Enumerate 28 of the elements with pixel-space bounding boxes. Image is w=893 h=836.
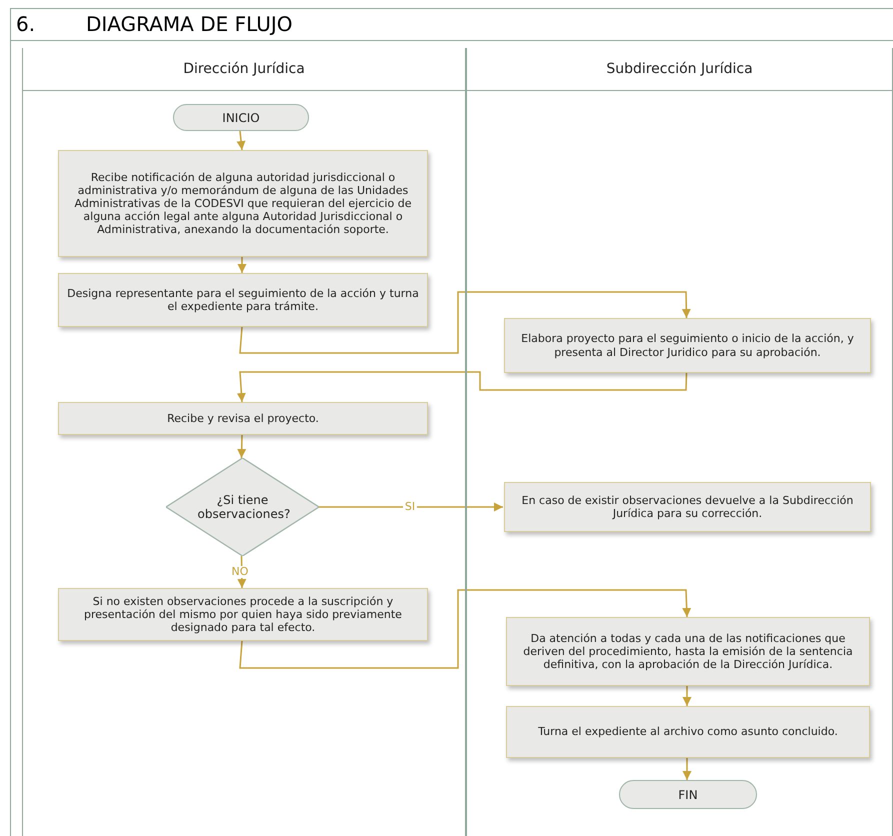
arrow bbox=[239, 291, 691, 354]
process-box: Recibe y revisa el proyecto. bbox=[58, 402, 428, 435]
terminator: INICIO bbox=[173, 104, 309, 131]
process-box: Turna el expediente al archivo como asunto concluido. bbox=[506, 706, 870, 758]
section-number: 6. bbox=[16, 12, 36, 36]
process-box: Recibe notificación de alguna autoridad jurisdiccional o administrativa y/o memorándum de alguna de las Unidades Administrativas de la CODESVI que requieran del ejercicio de alguna acción legal ante alguna Autoridad Jurisdiccional o Administrativa, anexando la documentación soporte. bbox=[58, 150, 428, 257]
arrow bbox=[682, 686, 692, 706]
process-box: En caso de existir observaciones devuelve a la Subdirección Jurídica para su corrección. bbox=[504, 482, 871, 532]
edge-label: NO bbox=[230, 566, 250, 578]
arrow bbox=[239, 589, 692, 669]
arrow bbox=[238, 257, 246, 273]
process-box: Si no existen observaciones procede a la suscripción y presentación del mismo por quien haya sido previamente designado para tal efecto. bbox=[58, 588, 428, 641]
lane-header: Subdirección Jurídica bbox=[606, 61, 753, 77]
process-box: Elabora proyecto para el seguimiento o inicio de la acción, y presenta al Director Juridico para su aprobación. bbox=[504, 318, 871, 373]
process-box: Da atención a todas y cada una de las notificaciones que deriven del procedimiento, hasta la emisión de la sentencia definitiva, con la aprobación de la Dirección Jurídica. bbox=[506, 617, 870, 686]
lane-header: Dirección Jurídica bbox=[183, 61, 305, 77]
arrow bbox=[682, 758, 692, 780]
diagram-title: DIAGRAMA DE FLUJO bbox=[86, 12, 293, 36]
decision-diamond: ¿Si tiene observaciones? bbox=[166, 458, 319, 556]
swimlane bbox=[466, 48, 893, 836]
arrow bbox=[236, 371, 688, 402]
process-box: Designa representante para el seguimiento de la acción y turna el expediente para trámite. bbox=[58, 273, 428, 327]
swimlane bbox=[22, 48, 466, 836]
edge-label: SI bbox=[402, 500, 418, 514]
arrow bbox=[237, 434, 246, 458]
arrow bbox=[236, 130, 246, 150]
terminator: FIN bbox=[619, 780, 757, 809]
arrow bbox=[318, 502, 503, 512]
